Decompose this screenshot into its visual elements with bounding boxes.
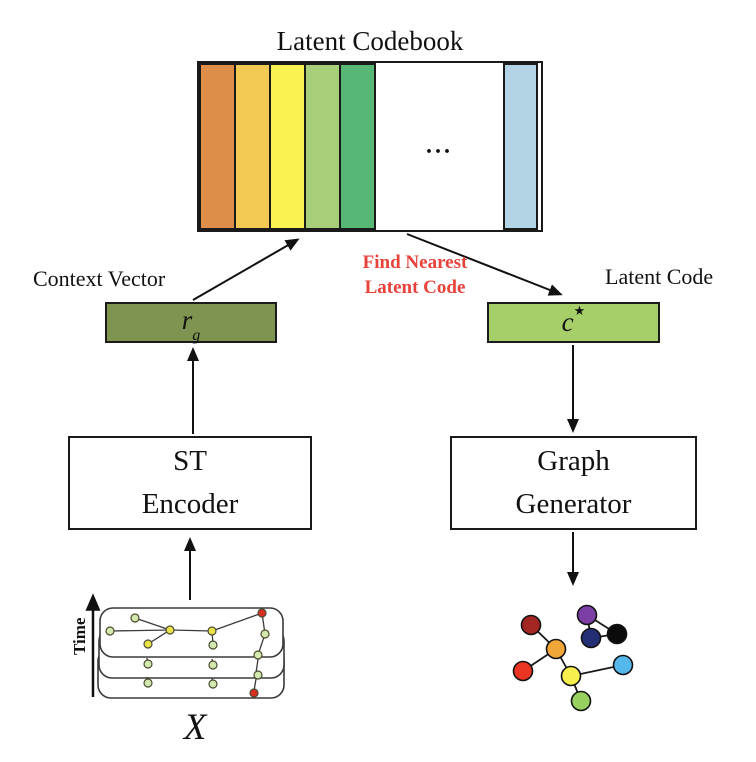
snapshot-edge <box>211 658 214 666</box>
graph-node <box>580 627 602 649</box>
codebook-entry-bar <box>199 63 236 230</box>
snapshot-node <box>165 625 175 635</box>
graph-node <box>545 638 567 660</box>
graph-edge <box>586 614 618 635</box>
snapshot-edge <box>211 677 214 685</box>
time-axis-label: Time <box>70 617 89 655</box>
snapshot-card <box>97 647 285 699</box>
context-vector-symbol: rg <box>181 304 201 345</box>
snapshot-node <box>130 613 140 623</box>
snapshot-edge <box>211 630 214 646</box>
snapshot-edge <box>146 657 149 665</box>
snapshot-edge <box>109 629 171 632</box>
snapshot-node <box>207 626 217 636</box>
snapshot-edge <box>261 612 266 635</box>
snapshot-node <box>257 608 267 618</box>
codebook-entry-bar <box>503 63 538 230</box>
snapshot-edge <box>134 617 171 631</box>
snapshot-edge <box>169 629 213 632</box>
context-vector-label: Context Vector <box>33 266 166 291</box>
graph-node <box>512 660 534 682</box>
codebook-title: Latent Codebook <box>276 26 464 56</box>
graph-edge <box>586 614 592 639</box>
graph-node <box>576 604 598 626</box>
snapshot-edge <box>146 676 149 684</box>
st-encoder-box: ST Encoder <box>68 436 312 530</box>
snapshot-edge <box>257 633 266 656</box>
find-nearest-label: Find Nearest Latent Code <box>362 252 468 298</box>
graph-node <box>570 690 592 712</box>
snapshot-edge <box>253 678 257 692</box>
codebook-entry-bar <box>339 63 376 230</box>
snapshot-edge <box>211 612 263 632</box>
graph-edge <box>530 624 557 650</box>
script-x-symbol: X <box>183 707 207 748</box>
context-vector-box: rg <box>105 302 277 345</box>
graph-edge <box>570 675 582 702</box>
snapshot-node <box>143 639 153 649</box>
arrow-contextvector-to-codebook <box>192 238 300 301</box>
latent-code-symbol: c★ <box>561 303 586 337</box>
snapshot-node <box>208 660 218 670</box>
snapshot-node <box>143 678 153 688</box>
snapshot-card <box>98 627 285 679</box>
codebook-entry-bar <box>269 63 306 230</box>
latent-codebook: ... <box>197 61 543 232</box>
snapshot-node <box>143 659 153 669</box>
graph-node <box>606 623 628 645</box>
codebook-entry-bar <box>234 63 271 230</box>
snapshot-node <box>208 640 218 650</box>
codebook-ellipsis: ... <box>426 133 453 159</box>
snapshot-node <box>105 626 115 636</box>
codebook-entry-bar <box>304 63 341 230</box>
input-snapshot-stack <box>97 607 285 699</box>
snapshot-node <box>253 670 263 680</box>
graph-edge <box>522 648 557 672</box>
graph-node <box>520 614 542 636</box>
graph-node <box>560 665 582 687</box>
snapshot-edge <box>147 629 171 645</box>
snapshot-edge <box>255 658 259 674</box>
snapshot-node <box>208 679 218 689</box>
graph-edge <box>590 633 618 639</box>
snapshot-node <box>253 650 263 660</box>
snapshot-node <box>260 629 270 639</box>
graph-edge <box>570 664 624 677</box>
snapshot-card <box>99 607 284 658</box>
latent-code-box: c★ <box>487 302 660 343</box>
graph-node <box>612 654 634 676</box>
graph-generator-box: Graph Generator <box>450 436 697 530</box>
generated-graph <box>512 604 634 712</box>
latent-code-label: Latent Code <box>605 264 714 289</box>
graph-edge <box>555 648 572 677</box>
snapshot-node <box>249 688 259 698</box>
